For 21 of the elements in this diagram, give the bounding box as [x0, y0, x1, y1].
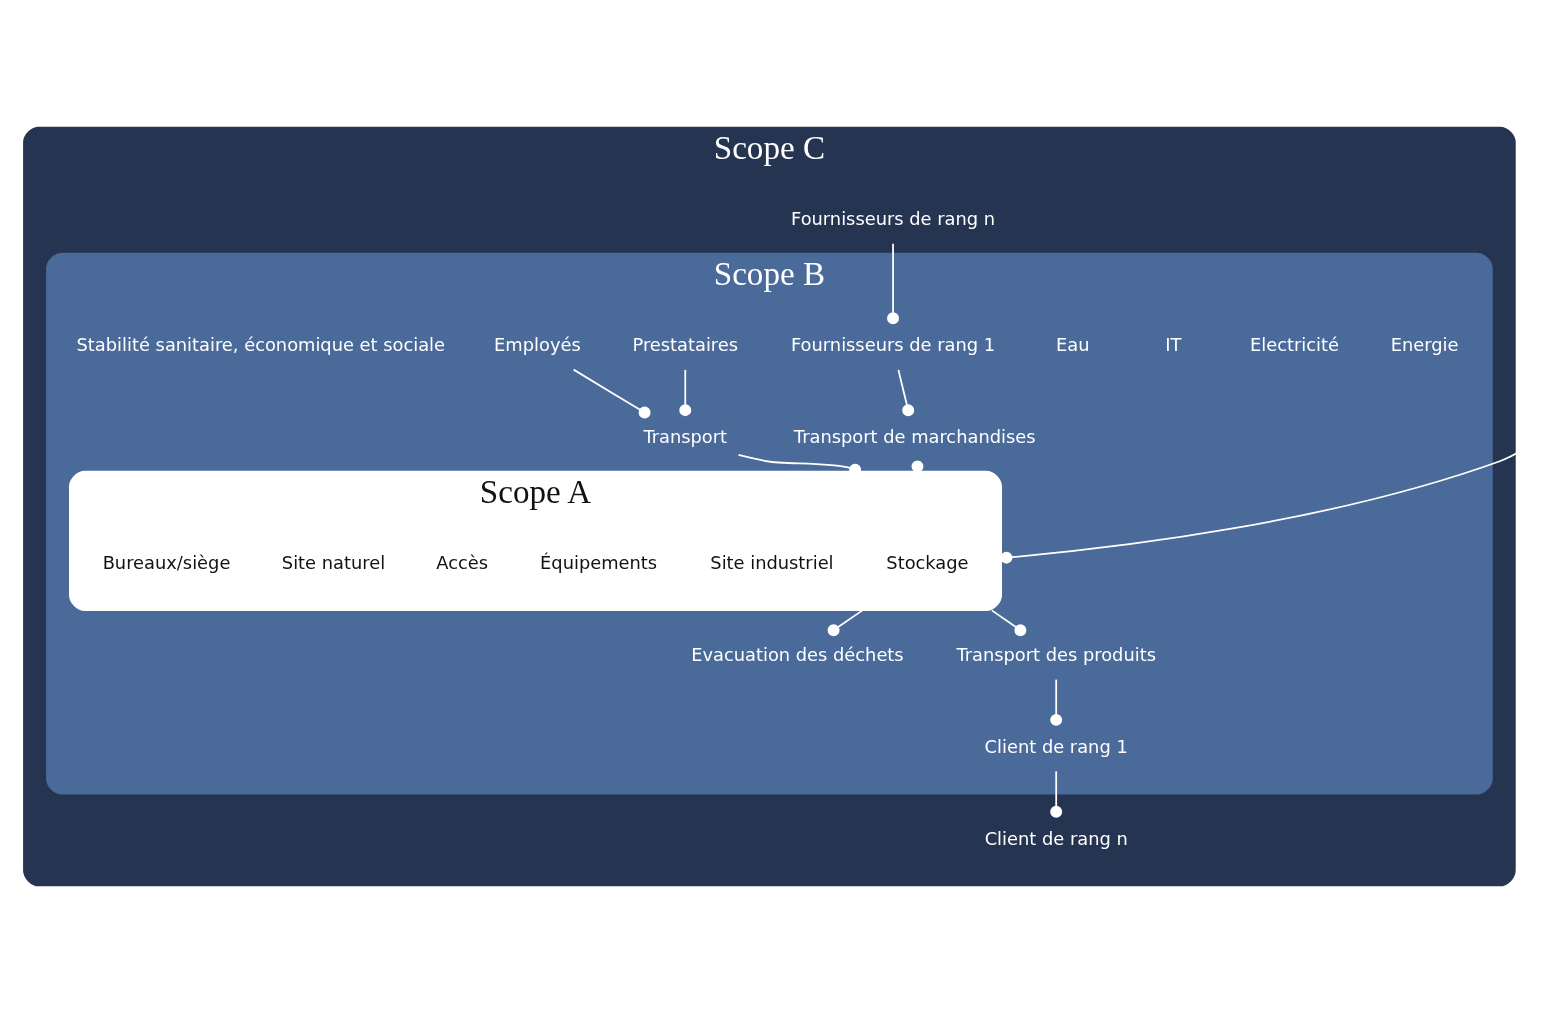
- node-text: Transport des produits: [956, 643, 1156, 665]
- node-text: Site industriel: [710, 552, 834, 574]
- node-text: Bureaux/siège: [102, 552, 231, 574]
- node-text: Stockage: [886, 552, 969, 574]
- node-text: Site naturel: [281, 552, 386, 574]
- node-text: Prestataires: [632, 334, 739, 356]
- node-text: Fournisseurs de rang n: [791, 208, 996, 230]
- node-text: Eau: [1056, 334, 1090, 356]
- node-text: Energie: [1390, 334, 1459, 356]
- node-text: Client de rang n: [984, 827, 1128, 849]
- node-text: Transport de marchandises: [793, 426, 1036, 448]
- node-text: Fournisseurs de rang 1: [791, 334, 996, 356]
- node-text: Evacuation des déchets: [691, 643, 904, 665]
- node-text: Équipements: [540, 552, 658, 574]
- node-text: Client de rang 1: [984, 735, 1128, 757]
- node-text: Employés: [494, 334, 581, 356]
- node-text: IT: [1165, 334, 1182, 356]
- node-text: Accès: [436, 552, 489, 574]
- node-text: Stabilité sanitaire, économique et sociale: [76, 334, 446, 356]
- node-text: Transport: [643, 426, 728, 448]
- node-text: Electricité: [1250, 334, 1340, 356]
